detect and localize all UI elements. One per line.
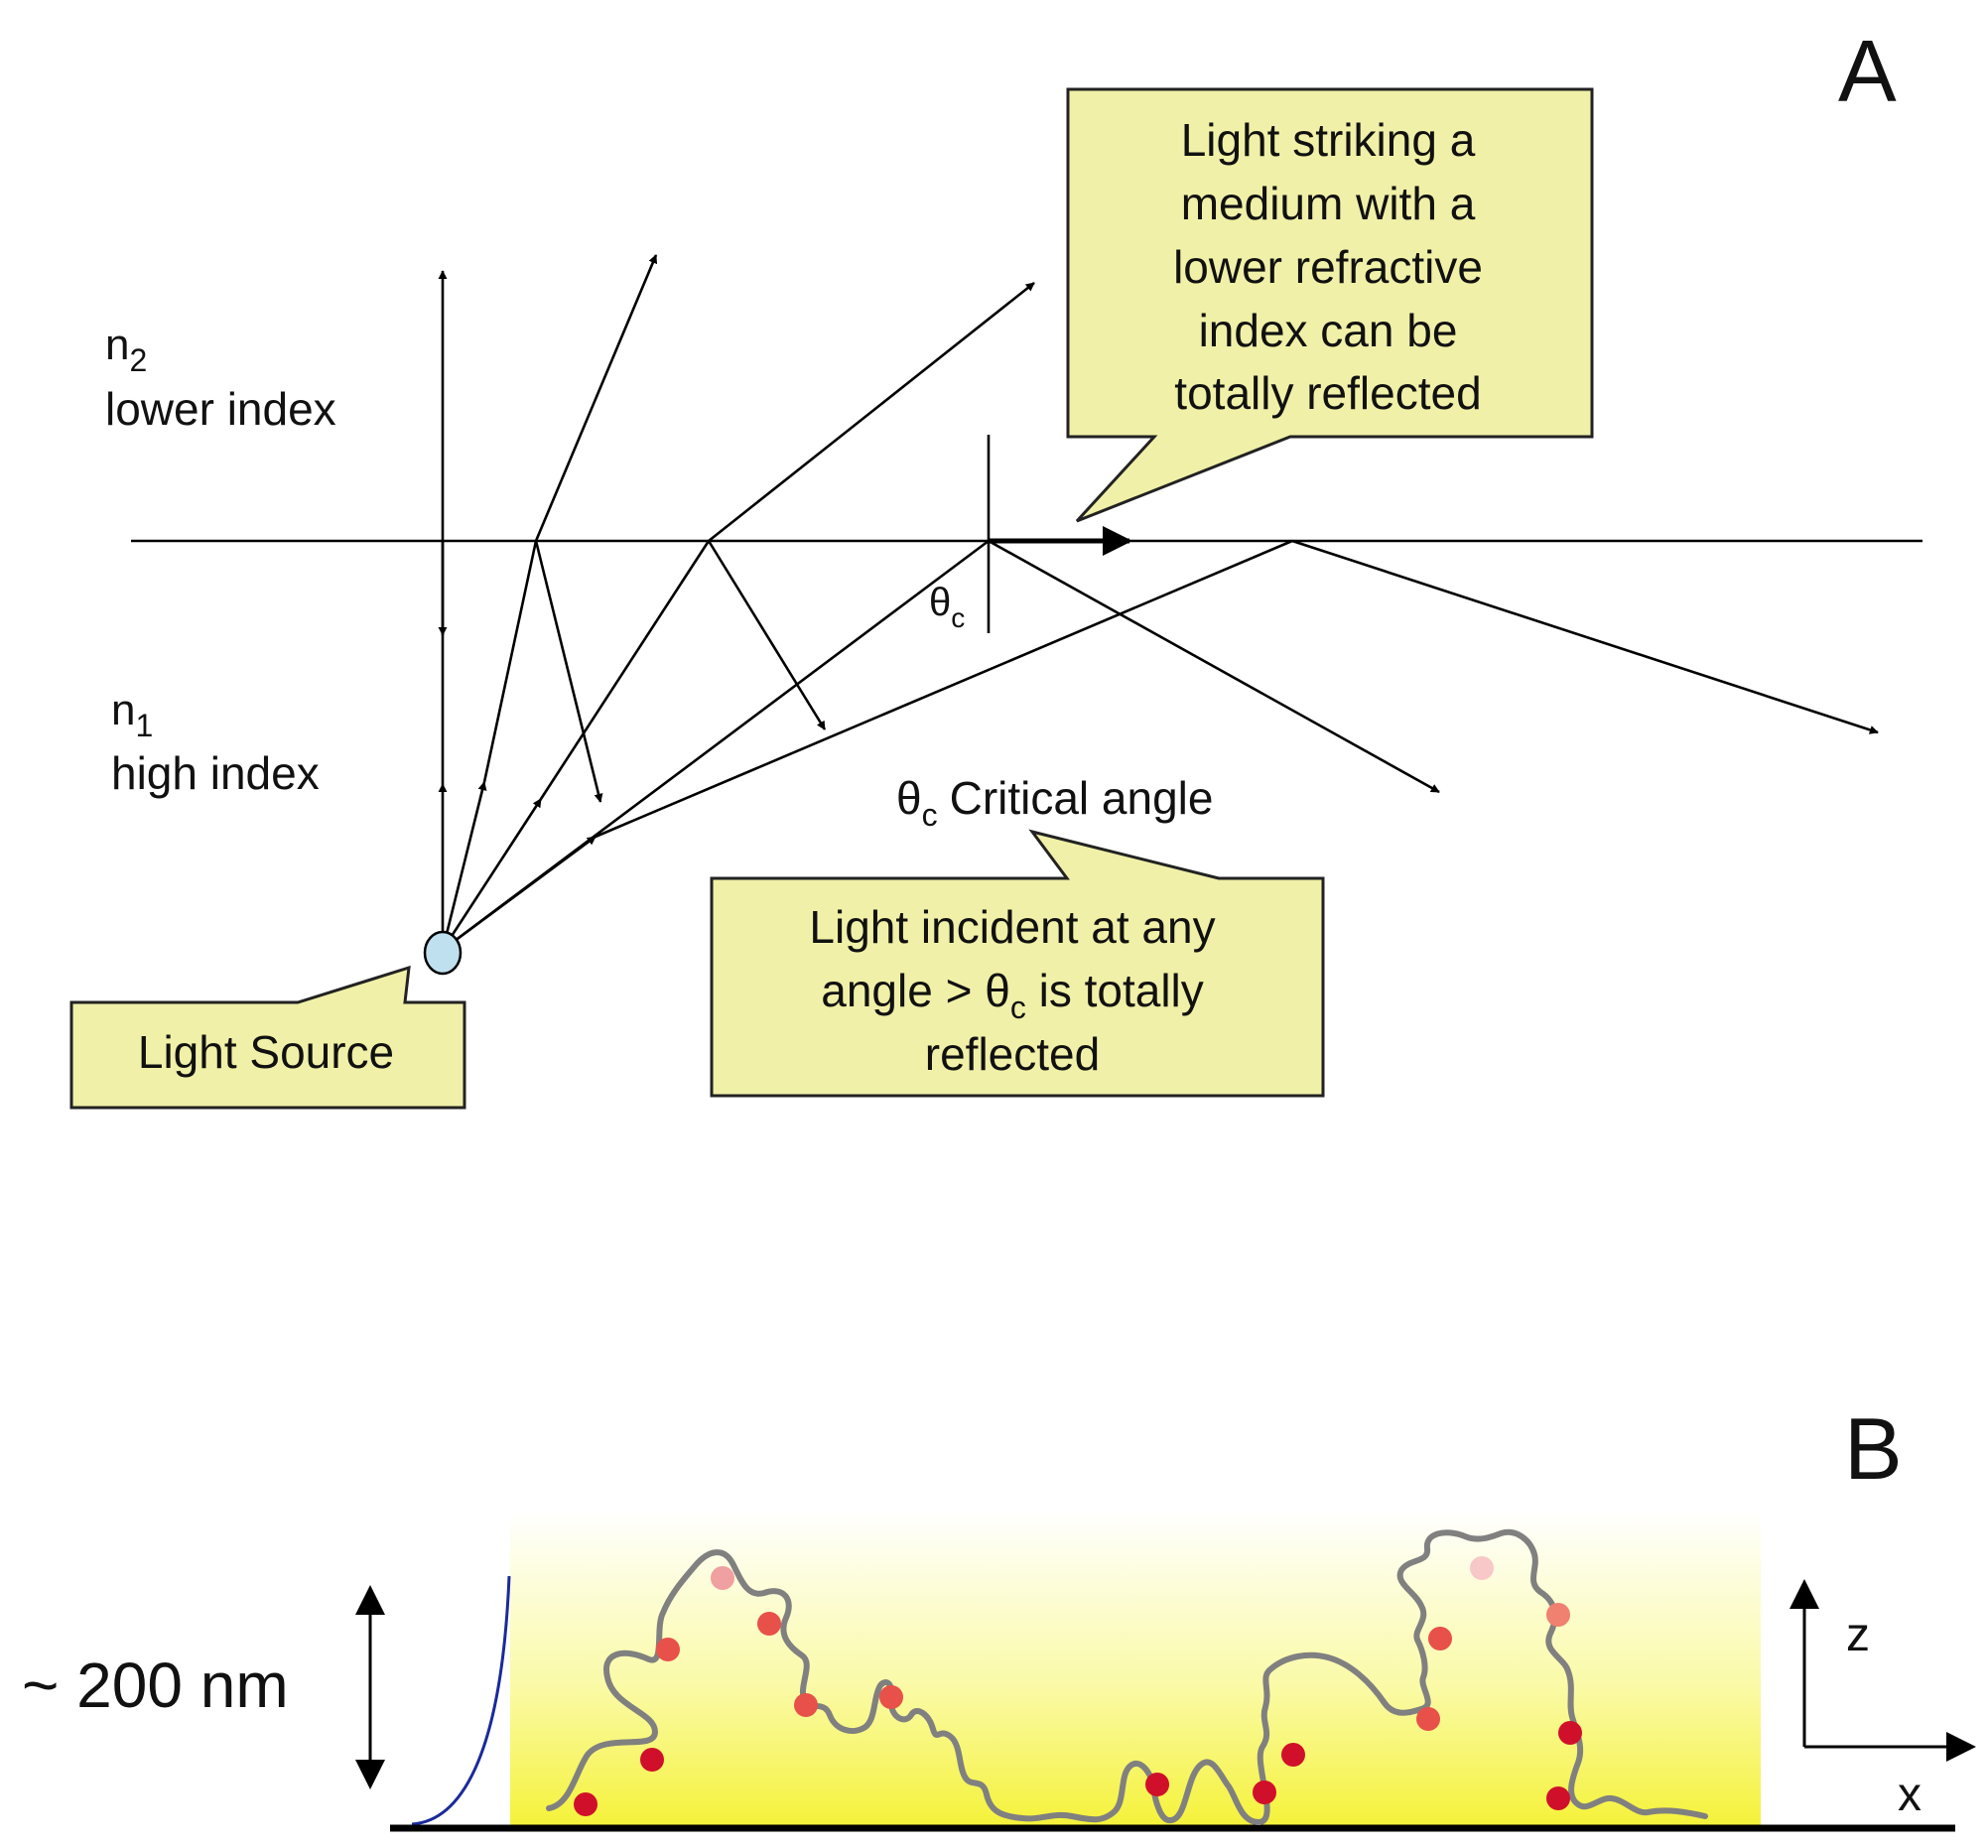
callout-incident-line-3: reflected xyxy=(925,1028,1100,1080)
n1-subscript: 1 xyxy=(135,708,153,743)
panel-a: A n2 lower index n1 high index xyxy=(69,22,1922,1110)
ray-3 xyxy=(441,281,1035,951)
x-axis-label: x xyxy=(1898,1769,1922,1821)
callout-top-line-4: index can be xyxy=(1199,305,1458,356)
n2-description: lower index xyxy=(105,383,336,435)
coordinate-axes: z x xyxy=(1789,1579,1976,1821)
fluorophore xyxy=(711,1566,734,1590)
n2-subscript: 2 xyxy=(129,342,147,378)
fluorophore xyxy=(1428,1627,1452,1650)
panel-b: B ~ 200 nm xyxy=(22,1399,1976,1832)
callout-top-line-2: medium with a xyxy=(1181,178,1476,229)
n2-symbol: n xyxy=(105,321,129,369)
callout-incident: Light incident at any angle > θc is tota… xyxy=(710,829,1325,1098)
callout-total-reflection: Light striking a medium with a lower ref… xyxy=(1066,87,1594,523)
panel-b-letter: B xyxy=(1844,1399,1903,1498)
fluorophore xyxy=(1416,1707,1440,1731)
callout-incident-line-1: Light incident at any xyxy=(809,901,1215,953)
callout-top-line-3: lower refractive xyxy=(1173,241,1483,293)
n2-label: n2 xyxy=(105,321,147,378)
evanescent-field xyxy=(510,1511,1761,1826)
callout-incident-line-2: angle > θc is totally xyxy=(821,965,1204,1025)
fluorophores xyxy=(574,1556,1582,1816)
fluorophore xyxy=(757,1612,781,1636)
ray-2 xyxy=(441,254,658,951)
fluorophore xyxy=(1470,1556,1494,1580)
fluorophore xyxy=(640,1748,664,1772)
n1-label: n1 xyxy=(111,686,153,743)
polymer-chain xyxy=(546,1528,1708,1825)
callout-light-source: Light Source xyxy=(69,965,466,1110)
fluorophore xyxy=(574,1792,597,1816)
fluorophore xyxy=(1546,1786,1570,1810)
callout-light-source-text: Light Source xyxy=(138,1026,394,1078)
callout-top-line-5: totally reflected xyxy=(1174,367,1481,419)
fluorophore xyxy=(1145,1773,1169,1796)
z-axis-label: z xyxy=(1846,1609,1870,1661)
fluorophore xyxy=(794,1693,818,1717)
fluorophore xyxy=(656,1638,680,1661)
theta-c-normal-label: θc xyxy=(929,581,965,633)
panel-a-letter: A xyxy=(1838,22,1897,120)
fluorophore xyxy=(1546,1603,1570,1627)
fluorophore xyxy=(1558,1721,1582,1745)
decay-curve xyxy=(411,1575,511,1826)
callout-top-line-1: Light striking a xyxy=(1181,114,1476,166)
fluorophore xyxy=(879,1685,903,1709)
fluorophore xyxy=(1253,1781,1276,1804)
ray-reflected xyxy=(442,539,1879,952)
depth-label: ~ 200 nm xyxy=(22,1650,289,1721)
n1-symbol: n xyxy=(111,686,135,734)
fluorophore xyxy=(1281,1743,1305,1767)
n1-description: high index xyxy=(111,747,320,799)
light-source xyxy=(423,930,463,976)
